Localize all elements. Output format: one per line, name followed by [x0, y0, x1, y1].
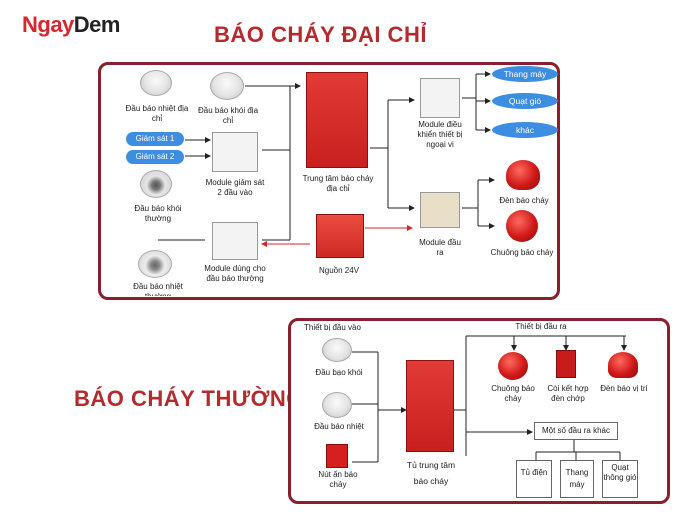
conventional-panel-image [406, 360, 454, 452]
bell-label: Chuông báo cháy [491, 384, 535, 403]
heat-detector-image [322, 392, 352, 418]
brand-logo: NgayDem [22, 12, 120, 38]
other-outputs-box: Một số đầu ra khác [534, 422, 618, 440]
input-devices-label: Thiết bị đầu vào [304, 323, 361, 332]
output-devices-label: Thiết bị đầu ra [515, 322, 567, 331]
fire-bell-label: Chuông báo cháy [490, 248, 554, 257]
logo-part1: Ngay [22, 12, 74, 37]
bottom-diagram-title: BÁO CHÁY THƯỜNG [74, 386, 304, 411]
output-module-image [420, 192, 460, 228]
logo-part2: Dem [73, 12, 121, 37]
output-elevator-oval: Thang máy [492, 66, 558, 82]
output-module-label: Module đầu ra [419, 238, 461, 257]
fire-siren-label: Đèn báo cháy [499, 196, 549, 205]
output-fan-oval: Quạt gió [492, 93, 558, 109]
control-module-label: Module điều khiển thiết bị ngoại vi [417, 120, 463, 149]
power-supply-label: Nguồn 24V [318, 266, 360, 275]
position-light-label: Đèn báo vị trí [600, 384, 648, 393]
monitor-1-badge: Giám sát 1 [126, 132, 184, 146]
control-module-image [420, 78, 460, 118]
fan-box: Quạt thông gió [602, 460, 638, 498]
position-light-image [608, 352, 638, 378]
cabinet-box: Tủ điện [516, 460, 552, 498]
monitor-module-label: Module giám sát 2 đầu vào [205, 178, 265, 197]
addr-smoke-detector-label: Đầu báo khói địa chỉ [197, 106, 259, 125]
addr-heat-detector-label: Đầu báo nhiệt địa chỉ [125, 104, 189, 123]
fire-bell-image [506, 210, 538, 242]
conv-smoke-detector-label: Đầu báo khói thường [134, 204, 182, 223]
addressable-panel-label: Trung tâm báo cháy địa chỉ [302, 174, 374, 193]
elevator-box: Thang máy [560, 460, 594, 498]
addressable-panel-image [306, 72, 368, 168]
fire-siren-image [506, 160, 540, 190]
call-point-image [326, 444, 348, 468]
addr-smoke-detector-image [210, 72, 244, 100]
conventional-panel-label-2: báo cháy [413, 476, 449, 486]
smoke-detector-image [322, 338, 352, 362]
strobe-horn-image [556, 350, 576, 378]
monitor-module-image [212, 132, 258, 172]
strobe-horn-label: Còi kết hợp đèn chớp [547, 384, 589, 403]
output-other-oval: khác [492, 122, 558, 138]
conv-smoke-detector-image [140, 170, 172, 198]
conv-module-label: Module dùng cho đầu báo thường [204, 264, 266, 283]
addr-heat-detector-image [140, 70, 172, 96]
smoke-detector-label: Đầu bạo khói [315, 368, 363, 377]
conventional-panel-label-1: Tủ trung tâm [406, 460, 456, 470]
conv-heat-detector-image [138, 250, 172, 278]
bell-image [498, 352, 528, 380]
heat-detector-label: Đầu báo nhiệt [314, 422, 364, 431]
conv-heat-detector-label: Đầu báo nhiệt thường [133, 282, 183, 296]
power-supply-image [316, 214, 364, 258]
monitor-2-badge: Giám sát 2 [126, 150, 184, 164]
call-point-label: Nút ấn báo cháy [318, 470, 358, 489]
top-diagram-title: BÁO CHÁY ĐẠI CHỈ [214, 22, 427, 47]
conv-module-image [212, 222, 258, 260]
